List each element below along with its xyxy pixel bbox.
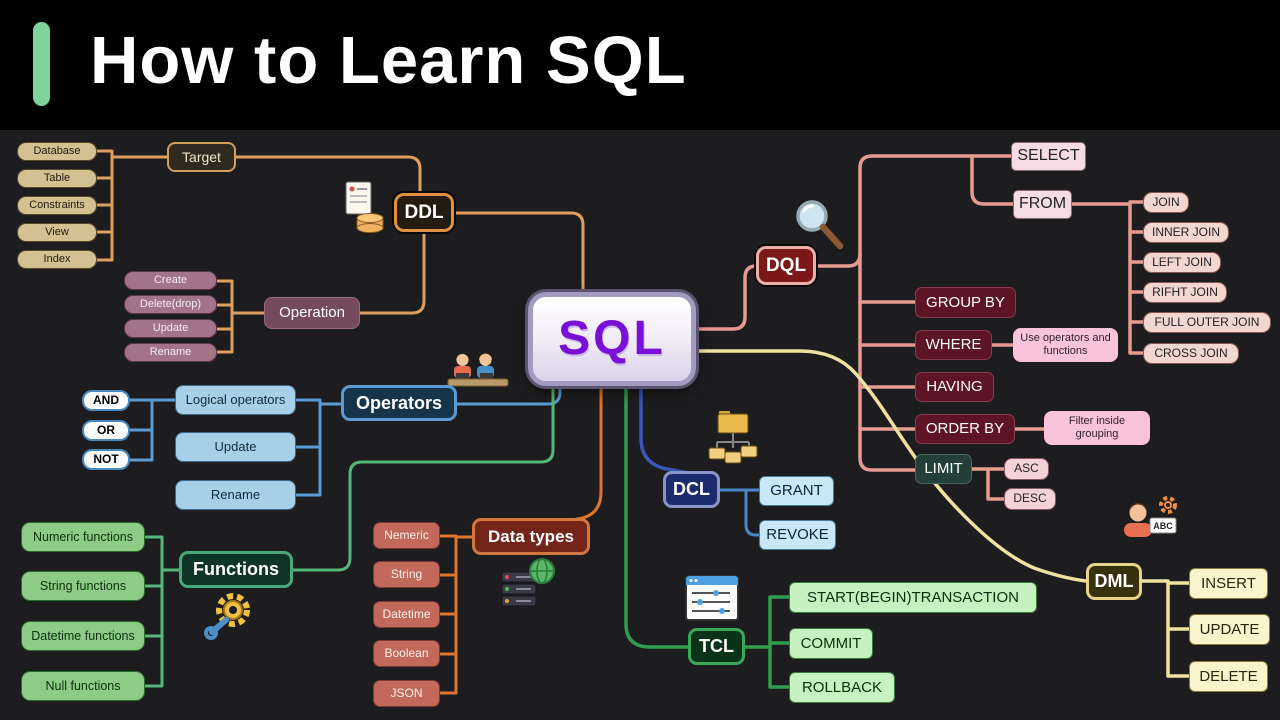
dql-asc: ASC xyxy=(1004,458,1049,480)
dql-order-note: Filter inside grouping xyxy=(1044,411,1150,445)
ddl-target-database: Database xyxy=(17,142,97,161)
ddl-branch-lines xyxy=(95,149,585,354)
dql-from: FROM xyxy=(1013,190,1072,219)
dql-cross-join: CROSS JOIN xyxy=(1143,343,1239,364)
datatype-json: JSON xyxy=(373,680,440,707)
dql-where: WHERE xyxy=(915,330,992,360)
ddl-target-node: Target xyxy=(167,142,236,172)
operators-branch-lines xyxy=(129,384,562,497)
tcl-start-transaction: START(BEGIN)TRANSACTION xyxy=(789,582,1037,613)
dql-left-join: LEFT JOIN xyxy=(1143,252,1221,273)
operators-not: NOT xyxy=(82,449,130,470)
datatype-boolean: Boolean xyxy=(373,640,440,667)
dcl-node: DCL xyxy=(663,471,720,508)
dql-inner-join: INNER JOIN xyxy=(1143,222,1229,243)
datatype-numeric: Nemeric xyxy=(373,522,440,549)
dql-select: SELECT xyxy=(1011,142,1086,171)
functions-null: Null functions xyxy=(21,671,145,701)
dql-right-join: RIFHT JOIN xyxy=(1143,282,1227,303)
ddl-op-update: Update xyxy=(124,319,217,338)
dql-desc: DESC xyxy=(1004,488,1056,510)
magnifier-icon xyxy=(796,200,844,250)
checklist-window-icon xyxy=(685,575,739,621)
tcl-node: TCL xyxy=(688,628,745,665)
header-bar: How to Learn SQL xyxy=(0,0,1280,130)
abc-label: ABC xyxy=(1153,521,1173,531)
ddl-target-table: Table xyxy=(17,169,97,188)
datatypes-node: Data types xyxy=(472,518,590,555)
ddl-target-constraints: Constraints xyxy=(17,196,97,215)
dql-order-by: ORDER BY xyxy=(915,414,1015,444)
operators-logical: Logical operators xyxy=(175,385,296,415)
dcl-revoke: REVOKE xyxy=(759,520,836,550)
page-title: How to Learn SQL xyxy=(90,23,687,98)
dql-limit: LIMIT xyxy=(915,454,972,484)
dml-update: UPDATE xyxy=(1189,614,1270,645)
dml-insert: INSERT xyxy=(1189,568,1268,599)
operators-rename: Rename xyxy=(175,480,296,510)
dql-group-by: GROUP BY xyxy=(915,287,1016,318)
dql-node: DQL xyxy=(756,246,816,285)
dql-where-note: Use operators and functions xyxy=(1013,328,1118,362)
dql-branch-lines xyxy=(694,154,1145,501)
people-working-icon xyxy=(447,353,509,387)
server-globe-icon xyxy=(501,558,555,607)
sql-center-node: SQL xyxy=(528,292,696,386)
dql-full-outer-join: FULL OUTER JOIN xyxy=(1143,312,1271,333)
ddl-op-rename: Rename xyxy=(124,343,217,362)
tcl-commit: COMMIT xyxy=(789,628,873,659)
datatype-datetime: Datetime xyxy=(373,601,440,628)
functions-numeric: Numeric functions xyxy=(21,522,145,552)
gear-wrench-icon xyxy=(204,593,250,640)
dql-join: JOIN xyxy=(1143,192,1189,213)
hierarchy-folder-icon xyxy=(708,411,758,464)
operators-or: OR xyxy=(82,420,130,441)
person-abc-gear-icon: ABC xyxy=(1124,496,1177,537)
dcl-grant: GRANT xyxy=(759,476,834,506)
functions-node: Functions xyxy=(179,551,293,588)
database-files-icon xyxy=(345,181,384,233)
functions-string: String functions xyxy=(21,571,145,601)
tcl-rollback: ROLLBACK xyxy=(789,672,895,703)
dml-node: DML xyxy=(1086,563,1142,600)
functions-branch-lines xyxy=(144,384,555,688)
dml-delete: DELETE xyxy=(1189,661,1268,692)
ddl-target-index: Index xyxy=(17,250,97,269)
operators-update: Update xyxy=(175,432,296,462)
tcl-branch-lines xyxy=(624,384,791,689)
operators-node: Operators xyxy=(341,385,457,421)
ddl-operation-node: Operation xyxy=(264,297,360,329)
ddl-target-view: View xyxy=(17,223,97,242)
datatype-string: String xyxy=(373,561,440,588)
ddl-node: DDL xyxy=(394,193,454,232)
dql-having: HAVING xyxy=(915,372,994,402)
operators-and: AND xyxy=(82,390,130,411)
ddl-op-create: Create xyxy=(124,271,217,290)
accent-bar xyxy=(33,22,50,106)
functions-datetime: Datetime functions xyxy=(21,621,145,651)
ddl-op-delete: Delete(drop) xyxy=(124,295,217,314)
